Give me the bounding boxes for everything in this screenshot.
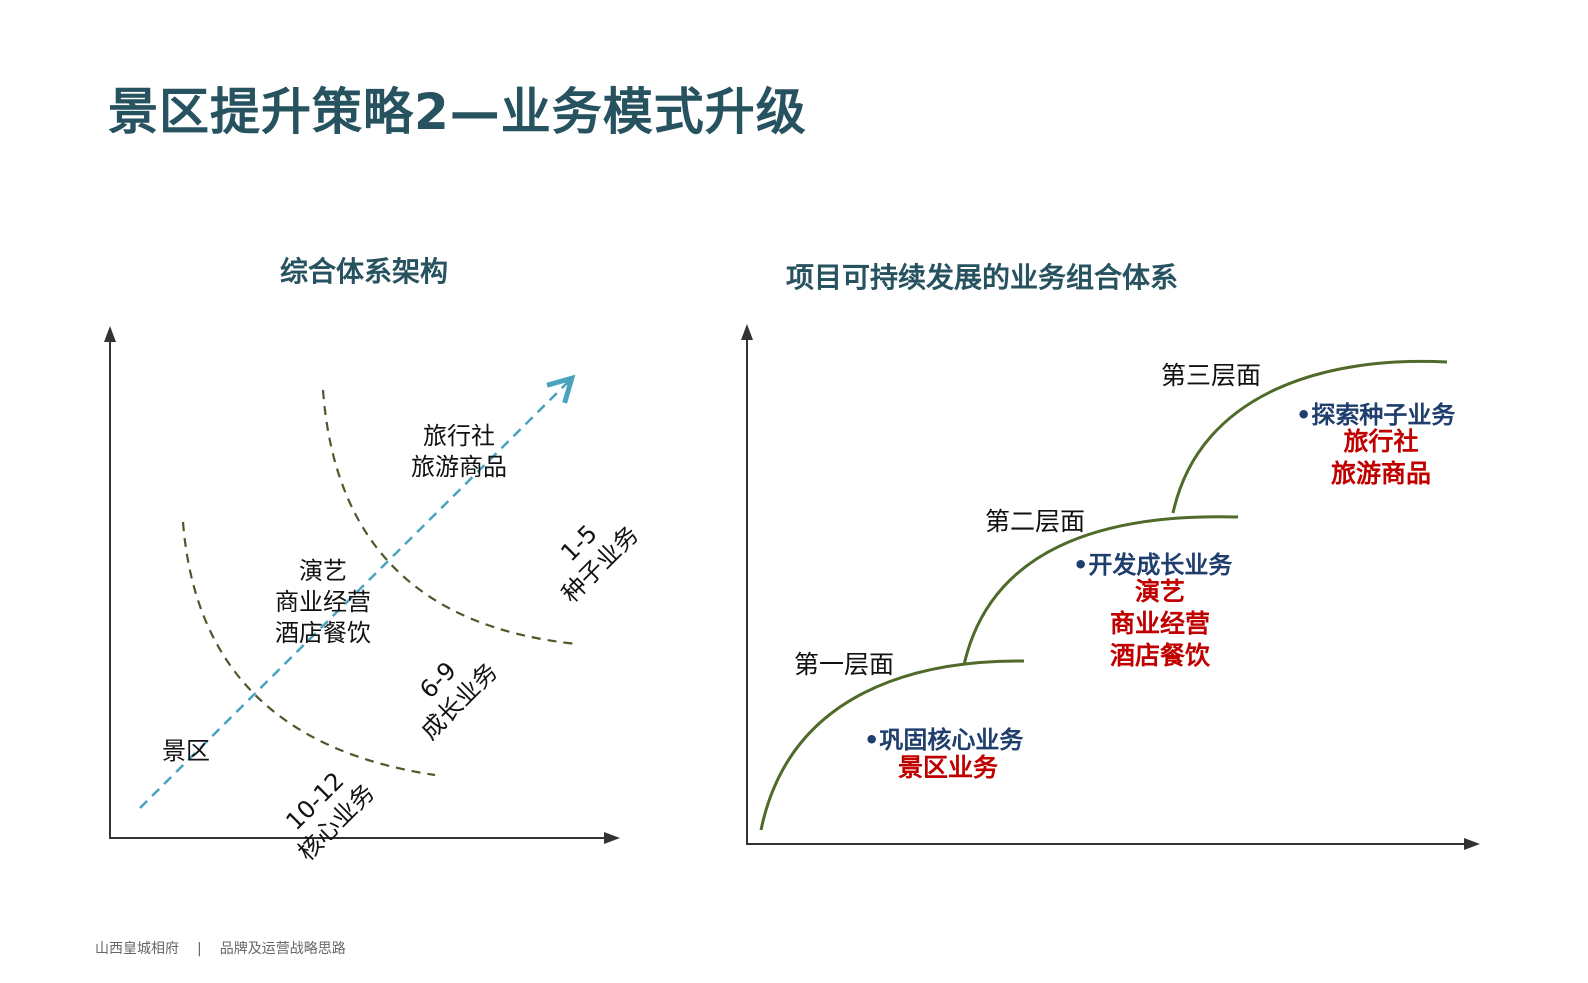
level-1-items: 景区业务 — [878, 752, 1018, 784]
growth-boundary-arc — [321, 389, 578, 646]
seed-item: 旅游商品 — [411, 453, 507, 481]
level-2-heading: •开发成长业务 — [1073, 551, 1233, 579]
level-3-curve — [1171, 359, 1448, 514]
right-panel-title: 项目可持续发展的业务组合体系 — [786, 261, 1179, 294]
level-1-name: 第一层面 — [794, 650, 895, 679]
seed-item: 旅行社 — [423, 422, 495, 450]
level-1-curve — [759, 659, 1025, 831]
footer: 山西皇城相府 | 品牌及运营战略思路 — [95, 938, 346, 958]
level-3-name: 第三层面 — [1161, 361, 1262, 390]
level-3-item: 旅行社 — [1343, 427, 1419, 456]
growth-items-group: 演艺 商业经营 酒店餐饮 — [268, 556, 378, 649]
seed-items-group: 旅行社 旅游商品 — [404, 421, 514, 483]
level-1-heading: •巩固核心业务 — [864, 726, 1024, 754]
level-1-item: 景区业务 — [897, 753, 998, 782]
footer-company: 山西皇城相府 — [95, 941, 179, 957]
level-2-item: 商业经营 — [1109, 609, 1210, 638]
level-2-name: 第二层面 — [985, 507, 1086, 536]
level-2-item: 酒店餐饮 — [1109, 641, 1210, 670]
level-3-item: 旅游商品 — [1330, 459, 1431, 488]
level-2-item: 演艺 — [1134, 577, 1185, 606]
core-boundary-arc — [181, 521, 436, 777]
scenic-label: 景区 — [162, 737, 210, 765]
level-2-curve — [962, 515, 1239, 666]
level-3-items: 旅行社 旅游商品 — [1311, 426, 1451, 490]
footer-topic: 品牌及运营战略思路 — [219, 941, 346, 957]
page-title: 景区提升策略2—业务模式升级 — [108, 83, 807, 141]
level-2-items: 演艺 商业经营 酒店餐饮 — [1090, 576, 1230, 672]
level-3-heading: •探索种子业务 — [1296, 401, 1456, 429]
left-panel-title: 综合体系架构 — [280, 255, 449, 288]
footer-separator: | — [197, 941, 202, 957]
growth-item: 酒店餐饮 — [275, 619, 371, 647]
growth-item: 商业经营 — [275, 588, 371, 616]
growth-item: 演艺 — [299, 557, 347, 585]
